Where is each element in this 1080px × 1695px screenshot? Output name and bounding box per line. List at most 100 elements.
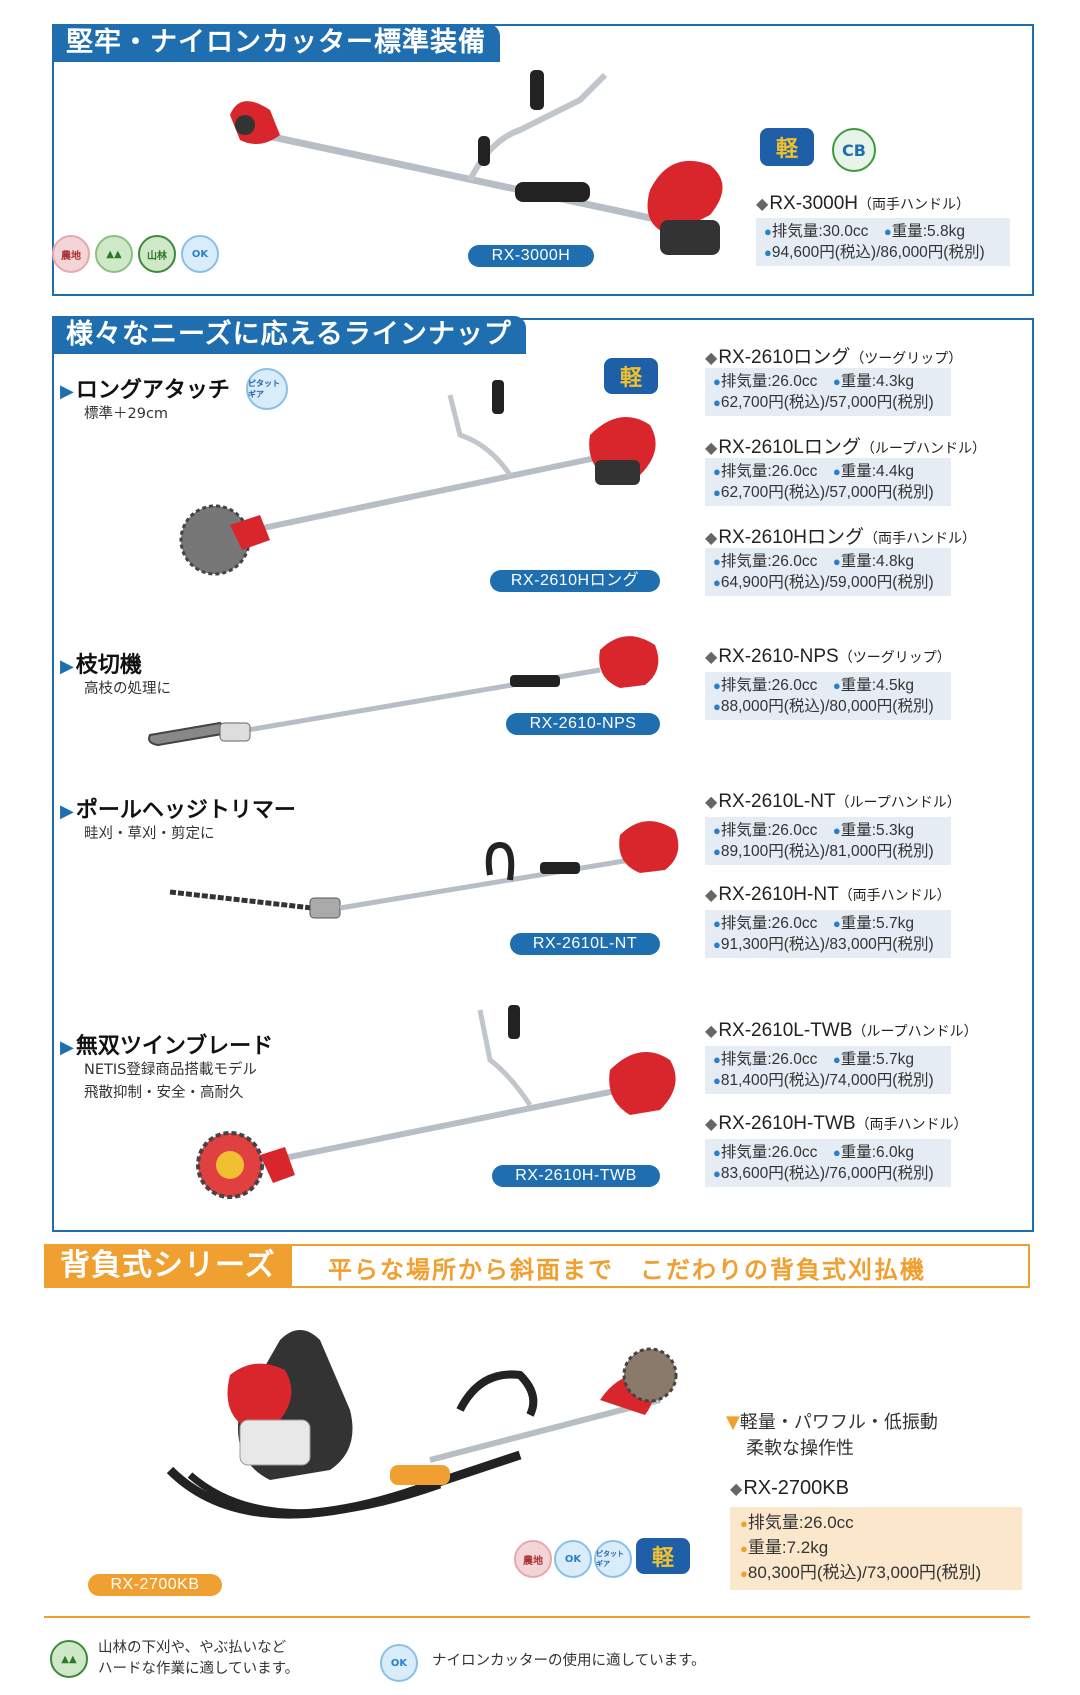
spec-box: ●排気量:26.0cc ●重量:4.4kg ●62,700円(税込)/57,00… bbox=[705, 458, 951, 506]
bullet-icon: ● bbox=[764, 245, 772, 260]
product-image-rx2610h-twb bbox=[196, 1005, 676, 1199]
spec-box: ●排気量:26.0cc ●重量:6.0kg ●83,600円(税込)/76,00… bbox=[705, 1139, 951, 1187]
product-label: RX-2700KB bbox=[88, 1574, 222, 1596]
ok-nylon-badge-icon: OK bbox=[554, 1540, 592, 1578]
product-image-rx2610h-long bbox=[179, 380, 656, 576]
bullet-icon: ● bbox=[832, 916, 841, 931]
category-title: ▶枝切機 bbox=[60, 653, 142, 678]
diamond-icon: ◆ bbox=[705, 887, 718, 904]
model-name: ◆RX-2610Lロング（ループハンドル） bbox=[705, 437, 987, 458]
category-subtitle: 高枝の処理に bbox=[84, 681, 171, 697]
cb-logo-icon: CB bbox=[832, 128, 876, 172]
model-name: ◆RX-2610L-NT（ループハンドル） bbox=[705, 791, 961, 812]
bullet-icon: ● bbox=[713, 699, 721, 714]
ok-nylon-badge-icon: OK bbox=[181, 235, 219, 273]
diamond-icon: ◆ bbox=[756, 196, 769, 213]
bullet-icon: ● bbox=[713, 1052, 721, 1067]
category-subtitle: 飛散抑制・安全・高耐久 bbox=[84, 1085, 244, 1101]
section-title: 堅牢・ナイロンカッター標準装備 bbox=[52, 24, 500, 62]
category-subtitle: NETIS登録商品搭載モデル bbox=[84, 1062, 257, 1078]
category-title: ▶ロングアタッチ bbox=[60, 378, 230, 403]
product-label: RX-3000H bbox=[468, 245, 594, 267]
category-subtitle: 畦刈・草刈・剪定に bbox=[84, 826, 215, 842]
product-label: RX-2610H-TWB bbox=[492, 1165, 660, 1187]
bullet-icon: ● bbox=[832, 678, 841, 693]
feature-text: 柔軟な操作性 bbox=[746, 1438, 854, 1459]
diamond-icon: ◆ bbox=[705, 794, 718, 811]
bullet-icon: ● bbox=[713, 554, 721, 569]
farmland-badge-icon: 農地 bbox=[514, 1540, 552, 1578]
triangle-icon: ▶ bbox=[60, 801, 74, 822]
product-image-rx3000h bbox=[230, 70, 723, 255]
diamond-icon: ◆ bbox=[705, 1116, 718, 1133]
ok-nylon-badge-icon: OK bbox=[380, 1644, 418, 1682]
spec-box: ●排気量:30.0cc ●重量:5.8kg ●94,600円(税込)/86,00… bbox=[756, 218, 1010, 266]
bullet-icon: ● bbox=[740, 1516, 748, 1531]
bullet-icon: ● bbox=[713, 678, 721, 693]
spec-box: ●排気量:26.0cc ●重量:4.5kg ●88,000円(税込)/80,00… bbox=[705, 672, 951, 720]
section-title: 様々なニーズに応えるラインナップ bbox=[52, 316, 526, 354]
product-label: RX-2610Hロング bbox=[490, 570, 660, 592]
bullet-icon: ● bbox=[832, 1145, 841, 1160]
model-name: ◆RX-2610H-TWB（両手ハンドル） bbox=[705, 1113, 968, 1134]
bullet-icon: ● bbox=[713, 823, 721, 838]
bullet-icon: ● bbox=[713, 374, 721, 389]
bullet-icon: ● bbox=[883, 224, 892, 239]
spec-box: ●排気量:26.0cc ●重量:7.2kg ●80,300円(税込)/73,00… bbox=[730, 1507, 1022, 1590]
diamond-icon: ◆ bbox=[705, 1023, 718, 1040]
model-name: ◆RX-2700KB bbox=[730, 1477, 849, 1499]
forest-dark-badge-icon: 山林 bbox=[138, 235, 176, 273]
footer-note-nylon: ナイロンカッターの使用に適しています。 bbox=[432, 1653, 706, 1669]
model-name: ◆RX-2610ロング（ツーグリップ） bbox=[705, 347, 963, 368]
triangle-icon: ▶ bbox=[60, 656, 74, 677]
bullet-icon: ● bbox=[713, 1145, 721, 1160]
feature-text: ▼軽量・パワフル・低振動 bbox=[726, 1412, 938, 1433]
diamond-icon: ◆ bbox=[705, 440, 718, 457]
bullet-icon: ● bbox=[713, 575, 721, 590]
triangle-icon: ▶ bbox=[60, 381, 74, 402]
product-label: RX-2610-NPS bbox=[506, 713, 660, 735]
bullet-icon: ● bbox=[713, 464, 721, 479]
pitatto-gear-badge-icon: ピタットギア bbox=[246, 368, 288, 410]
farmland-badge-icon: 農地 bbox=[52, 235, 90, 273]
spec-box: ●排気量:26.0cc ●重量:5.3kg ●89,100円(税込)/81,00… bbox=[705, 817, 951, 865]
bullet-icon: ● bbox=[713, 937, 721, 952]
model-name: ◆RX-3000H（両手ハンドル） bbox=[756, 193, 971, 214]
bullet-icon: ● bbox=[713, 395, 721, 410]
bullet-icon: ● bbox=[832, 823, 841, 838]
forest-badge-icon: ▲▲ bbox=[50, 1640, 88, 1678]
light-logo-icon: 軽 bbox=[760, 128, 814, 166]
bullet-icon: ● bbox=[832, 1052, 841, 1067]
model-name: ◆RX-2610L-TWB（ループハンドル） bbox=[705, 1020, 978, 1041]
bullet-icon: ● bbox=[832, 464, 841, 479]
spec-box: ●排気量:26.0cc ●重量:5.7kg ●81,400円(税込)/74,00… bbox=[705, 1046, 951, 1094]
product-label: RX-2610L-NT bbox=[510, 933, 660, 955]
spec-box: ●排気量:26.0cc ●重量:4.3kg ●62,700円(税込)/57,00… bbox=[705, 368, 951, 416]
bullet-icon: ● bbox=[740, 1566, 748, 1581]
section-subtitle: 平らな場所から斜面まで こだわりの背負式刈払機 bbox=[328, 1256, 926, 1284]
bullet-icon: ● bbox=[713, 1073, 721, 1088]
forest-badge-icon: ▲▲ bbox=[95, 235, 133, 273]
model-name: ◆RX-2610Hロング（両手ハンドル） bbox=[705, 527, 977, 548]
bullet-icon: ● bbox=[713, 1166, 721, 1181]
pitatto-gear-badge-icon: ピタットギア bbox=[594, 1540, 632, 1578]
light-logo-icon: 軽 bbox=[636, 1538, 690, 1574]
model-name: ◆RX-2610H-NT（両手ハンドル） bbox=[705, 884, 951, 905]
footer-note-forest: 山林の下刈や、やぶ払いなど ハードな作業に適しています。 bbox=[98, 1640, 300, 1677]
spec-box: ●排気量:26.0cc ●重量:5.7kg ●91,300円(税込)/83,00… bbox=[705, 910, 951, 958]
bullet-icon: ● bbox=[740, 1541, 748, 1556]
triangle-icon: ▶ bbox=[60, 1037, 74, 1058]
product-image-rx2610-nps bbox=[148, 636, 659, 747]
spec-box: ●排気量:26.0cc ●重量:4.8kg ●64,900円(税込)/59,00… bbox=[705, 548, 951, 596]
bullet-icon: ● bbox=[764, 224, 772, 239]
bullet-icon: ● bbox=[832, 554, 841, 569]
diamond-icon: ◆ bbox=[730, 1481, 743, 1498]
section-title: 背負式シリーズ bbox=[44, 1244, 292, 1288]
model-name: ◆RX-2610-NPS（ツーグリップ） bbox=[705, 646, 951, 667]
category-title: ▶ポールヘッジトリマー bbox=[60, 798, 296, 823]
diamond-icon: ◆ bbox=[705, 350, 718, 367]
category-subtitle: 標準＋29cm bbox=[84, 406, 169, 422]
bullet-icon: ● bbox=[832, 374, 841, 389]
category-title: ▶無双ツインブレード bbox=[60, 1034, 274, 1059]
bullet-icon: ● bbox=[713, 844, 721, 859]
